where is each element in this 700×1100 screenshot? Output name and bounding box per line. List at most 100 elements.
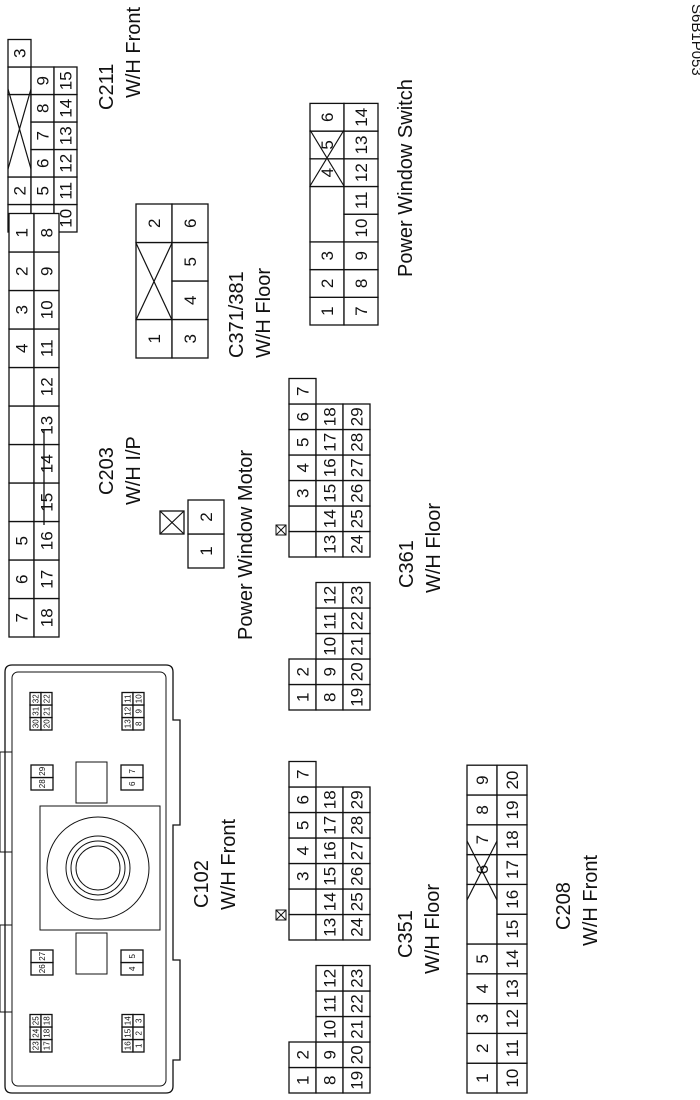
pin-label: 15 — [321, 484, 340, 503]
c102-pin — [30, 949, 54, 964]
c208-label-line1: C208 — [553, 882, 575, 930]
connector-pin — [315, 479, 344, 507]
pin-label: 13 — [321, 918, 340, 937]
c102-pin-label: 17 — [43, 1041, 52, 1050]
pin-label: 10 — [321, 637, 340, 656]
pin-label: 21 — [348, 637, 367, 656]
c102-pin — [132, 691, 145, 706]
connector-c351: 1234567891011121314151617181920212223242… — [288, 760, 444, 1094]
pin-label: 14 — [57, 99, 76, 118]
connector-pin — [288, 377, 317, 405]
c102-pin-label: 10 — [135, 694, 144, 703]
pin-label: 18 — [503, 830, 522, 849]
pin-label: 10 — [57, 209, 76, 228]
pin-label: 3 — [294, 872, 313, 881]
c102-center-block — [39, 805, 161, 931]
c102-pins: 2324251718183031322021221615141231312118… — [29, 691, 145, 1053]
pin-label: 1 — [145, 334, 164, 343]
c102-pin-label: 13 — [124, 719, 133, 728]
pin-label: 18 — [321, 790, 340, 809]
connector-pin — [288, 505, 317, 533]
c211-label-line2: W/H Front — [123, 6, 145, 98]
pws-label: Power Window Switch — [395, 79, 417, 277]
c102-pin-label: 29 — [38, 766, 47, 775]
connector-pin — [342, 1041, 371, 1069]
c102-pin-label: 25 — [32, 1016, 41, 1025]
c102-label-line1: C102 — [191, 860, 213, 908]
pin-label: 3 — [473, 1014, 492, 1023]
pin-label: 10 — [503, 1069, 522, 1088]
connector-pin — [343, 296, 379, 326]
pin-label: 8 — [473, 805, 492, 814]
pin-label: 10 — [38, 300, 57, 319]
pin-label: 5 — [181, 257, 200, 266]
pin-label: 29 — [348, 790, 367, 809]
pin-label: 2 — [294, 1050, 313, 1059]
latch-icon — [275, 524, 287, 536]
connector-pin — [288, 658, 317, 686]
pin-label: 3 — [181, 334, 200, 343]
pin-label: 23 — [348, 969, 367, 988]
pin-label: 13 — [38, 416, 57, 435]
pin-label: 25 — [348, 892, 367, 911]
cavity-x-mark — [7, 88, 32, 170]
c102-pin-label: 11 — [124, 694, 133, 703]
pin-label: 7 — [294, 387, 313, 396]
c102-inner-outline — [11, 671, 167, 1087]
connector-pin — [343, 158, 379, 188]
connector-pin — [288, 888, 317, 916]
cavity-x-mark — [466, 840, 498, 901]
c102-pin-label: 15 — [124, 1028, 133, 1037]
pin-label: 20 — [348, 662, 367, 681]
c102-pin-label: 6 — [128, 781, 137, 786]
pin-label: 6 — [318, 113, 337, 122]
c361-label-line2: W/H Floor — [423, 503, 445, 593]
latch-icon — [275, 909, 287, 921]
pin-label: 22 — [348, 994, 367, 1013]
pin-label: 3 — [11, 49, 30, 58]
c102-side-notch-left-2 — [0, 924, 12, 1013]
pin-label: 17 — [38, 570, 57, 589]
connector-pin — [187, 499, 225, 535]
pin-label: 9 — [473, 775, 492, 784]
pin-label: 11 — [57, 182, 76, 200]
connector-pin — [8, 482, 35, 523]
connector-pin — [288, 811, 317, 839]
connector-pin — [315, 607, 344, 635]
pin-label: 2 — [318, 279, 337, 288]
c102-pin-label: 21 — [43, 706, 52, 715]
pin-label: 9 — [34, 76, 53, 85]
pin-label: 10 — [321, 1020, 340, 1039]
pin-label: 6 — [294, 795, 313, 804]
figure-code: S6B1P053 — [688, 4, 700, 76]
connector-pin — [342, 964, 371, 992]
c102-bolt-ring-2 — [70, 840, 126, 896]
c102-pin-label: 1 — [135, 1043, 144, 1048]
connector-pin — [8, 597, 35, 638]
connector-pin — [342, 862, 371, 890]
pin-label: 20 — [348, 1045, 367, 1064]
connector-pin — [342, 990, 371, 1018]
c102-pin-label: 16 — [124, 1041, 133, 1050]
connector-c351-pins: 1234567891011121314151617181920212223242… — [288, 760, 371, 1094]
c102-pin — [40, 691, 53, 706]
c361-label-line1: C361 — [396, 540, 418, 588]
pin-label: 2 — [13, 267, 32, 276]
connector-power-window-motor: 12 Power Window Motor — [159, 450, 257, 640]
c102-pin-label: 30 — [32, 719, 41, 728]
pin-label: 5 — [294, 438, 313, 447]
pin-label: 8 — [34, 104, 53, 113]
connector-pin — [496, 943, 528, 975]
pin-label: 17 — [321, 816, 340, 835]
pin-label: 18 — [321, 407, 340, 426]
connector-pin — [33, 559, 60, 600]
connector-pin — [496, 853, 528, 886]
pin-label: 3 — [294, 489, 313, 498]
c102-bolt-ring-1 — [65, 835, 131, 901]
pin-label: 19 — [348, 1071, 367, 1090]
pin-label: 1 — [294, 693, 313, 702]
connector-pin — [33, 482, 60, 523]
connector-pin — [288, 1041, 317, 1069]
c102-pin-label: 27 — [38, 951, 47, 960]
